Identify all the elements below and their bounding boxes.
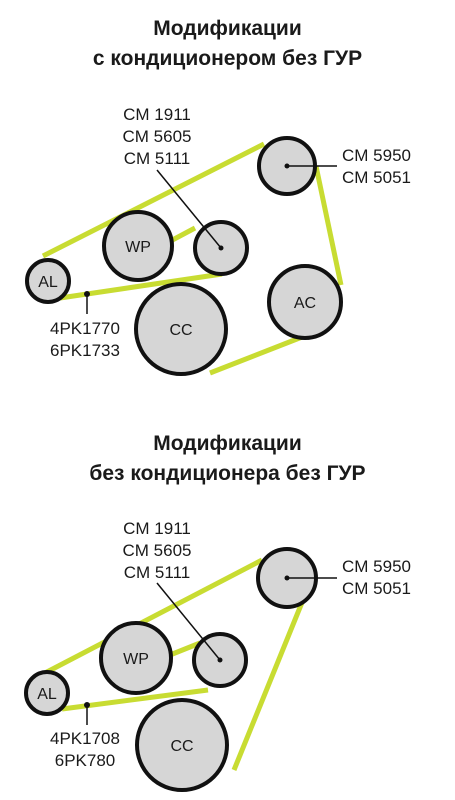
belt-callout: 4PK1770 6PK1733 [50,291,120,360]
belt-segment [231,599,306,771]
pulley-cc: CC [135,698,229,792]
tensioner-code-2: CM 5051 [342,579,411,598]
pulley-wp-label: WP [125,239,151,256]
belt-code-2: 6PK780 [55,751,116,770]
idler-callout: CM 1911 CM 5605 CM 5111 [123,105,222,249]
belt-segment [41,141,266,259]
tensioner-code-1: CM 5950 [342,146,411,165]
pulley-ac: AC [267,264,343,340]
idler-code-3: CM 5111 [124,563,190,582]
diagram-2-title-line-2: без кондиционера без ГУР [89,462,366,485]
idler-code-2: CM 5605 [123,541,192,560]
diagram-1-title-line-2: с кондиционером без ГУР [92,47,363,70]
belt-code-1: 4PK1708 [50,729,120,748]
tensioner-code-1: CM 5950 [342,557,411,576]
belt-diagram-with-ac: WP AL CC AC CM 1911 CM 5605 CM 5111 CM 5… [25,105,411,376]
pulley-al-label: AL [38,274,58,291]
idler-code-1: CM 1911 [123,519,191,538]
belt-callout: 4PK1708 6PK780 [50,702,120,770]
pulley-cc: CC [134,282,228,376]
pulley-ac-label: AC [294,295,316,312]
pulley-al-label: AL [37,686,57,703]
pulley-cc-label: CC [170,738,193,755]
idler-code-3: CM 5111 [124,149,190,168]
idler-callout: CM 1911 CM 5605 CM 5111 [123,519,221,661]
tensioner-callout: CM 5950 CM 5051 [287,557,411,598]
belt-diagram-without-ac: WP AL CC CM 1911 CM 5605 CM 5111 CM 5950… [24,519,411,792]
belt-segment [169,640,201,658]
diagram-2-title-line-1: Модификации [153,432,302,455]
pulley-wp: WP [99,621,173,695]
belt-code-1: 4PK1770 [50,319,120,338]
belt-segment [41,557,264,677]
tensioner-code-2: CM 5051 [342,168,411,187]
belt [41,557,306,771]
diagram-1-title-line-1: Модификации [153,17,302,40]
belt-code-2: 6PK1733 [50,341,120,360]
pulley-wp-label: WP [123,651,149,668]
idler-code-2: CM 5605 [123,127,192,146]
pulley-cc-label: CC [169,322,192,339]
tensioner-callout: CM 5950 CM 5051 [287,146,411,187]
idler-code-1: CM 1911 [123,105,191,124]
pulley-wp: WP [102,210,174,282]
pulley-al: AL [24,670,70,716]
pulley-al: AL [25,258,71,304]
belt-segment [313,165,344,286]
